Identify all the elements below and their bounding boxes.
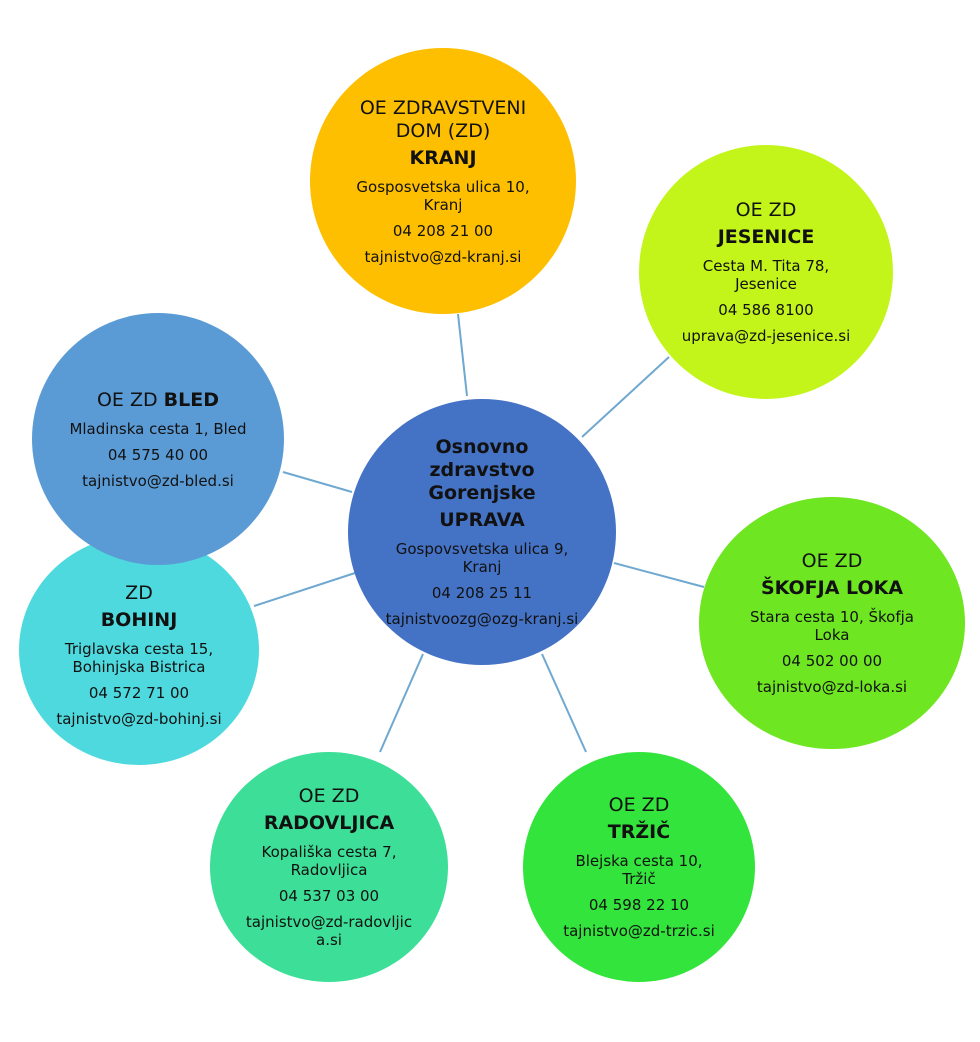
node-bohinj-email[interactable]: tajnistvo@zd-bohinj.si — [56, 710, 222, 728]
node-loka-label: OE ZD — [801, 550, 863, 572]
node-trzic-phone: 04 598 22 10 — [588, 896, 690, 914]
node-loka-phone: 04 502 00 00 — [781, 652, 883, 670]
node-radovljica-phone: 04 537 03 00 — [278, 887, 380, 905]
node-jesenice-phone: 04 586 8100 — [718, 301, 814, 319]
node-kranj: OE ZDRAVSTVENI DOM (ZD) KRANJ Gosposvets… — [310, 48, 576, 314]
node-loka-name: ŠKOFJA LOKA — [760, 577, 904, 599]
node-trzic-address: Blejska cesta 10, Tržič — [575, 852, 703, 888]
node-trzic-label: OE ZD — [608, 794, 670, 816]
connector-bled — [282, 471, 353, 493]
node-kranj-label: OE ZDRAVSTVENI DOM (ZD) — [359, 96, 527, 142]
node-radovljica-label: OE ZD — [298, 785, 360, 807]
node-radovljica: OE ZD RADOVLJICA Kopališka cesta 7, Rado… — [210, 752, 448, 982]
node-kranj-name: KRANJ — [409, 146, 477, 169]
node-trzic-name: TRŽIČ — [607, 821, 671, 843]
node-jesenice-address: Cesta M. Tita 78, Jesenice — [702, 257, 830, 293]
node-bled-address: Mladinska cesta 1, Bled — [69, 419, 247, 438]
node-bohinj: ZD BOHINJ Triglavska cesta 15, Bohinjska… — [19, 535, 259, 765]
node-kranj-address: Gosposvetska ulica 10, Kranj — [356, 177, 530, 214]
node-bled: OE ZD BLED Mladinska cesta 1, Bled 04 57… — [32, 313, 284, 565]
node-bled-title: OE ZD BLED — [97, 389, 219, 412]
node-trzic-email[interactable]: tajnistvo@zd-trzic.si — [563, 922, 715, 940]
connector-trzic — [541, 653, 587, 753]
node-uprava: Osnovno zdravstvo Gorenjske UPRAVA Gospo… — [348, 399, 616, 665]
node-bled-name: BLED — [163, 388, 220, 411]
node-kranj-phone: 04 208 21 00 — [392, 221, 494, 240]
node-jesenice-name: JESENICE — [717, 226, 815, 248]
connector-bohinj — [253, 572, 356, 607]
node-bled-email[interactable]: tajnistvo@zd-bled.si — [82, 471, 234, 490]
node-jesenice-email[interactable]: uprava@zd-jesenice.si — [681, 327, 851, 345]
connector-loka — [613, 562, 705, 588]
node-bohinj-label: ZD — [125, 582, 153, 604]
node-uprava-address: Gospovsvetska ulica 9, Kranj — [395, 540, 569, 576]
node-uprava-label: Osnovno zdravstvo Gorenjske — [428, 436, 536, 504]
node-trzic: OE ZD TRŽIČ Blejska cesta 10, Tržič 04 5… — [523, 752, 755, 982]
node-bled-label: OE ZD — [96, 388, 158, 411]
node-bohinj-name: BOHINJ — [100, 609, 178, 631]
node-uprava-email[interactable]: tajnistvoozg@ozg-kranj.si — [385, 610, 579, 628]
connector-kranj — [457, 313, 468, 397]
node-kranj-email[interactable]: tajnistvo@zd-kranj.si — [364, 247, 522, 266]
node-radovljica-address: Kopališka cesta 7, Radovljica — [261, 843, 397, 879]
node-loka-address: Stara cesta 10, Škofja Loka — [750, 608, 914, 644]
node-bohinj-address: Triglavska cesta 15, Bohinjska Bistrica — [64, 640, 214, 676]
node-jesenice: OE ZD JESENICE Cesta M. Tita 78, Jesenic… — [639, 145, 893, 399]
node-jesenice-label: OE ZD — [735, 199, 797, 221]
node-loka-email[interactable]: tajnistvo@zd-loka.si — [756, 678, 908, 696]
node-loka: OE ZD ŠKOFJA LOKA Stara cesta 10, Škofja… — [699, 497, 965, 749]
node-bled-phone: 04 575 40 00 — [107, 445, 209, 464]
node-uprava-phone: 04 208 25 11 — [431, 584, 533, 602]
connector-jesenice — [581, 356, 670, 438]
node-bohinj-phone: 04 572 71 00 — [88, 684, 190, 702]
connector-radovljica — [379, 653, 424, 753]
node-uprava-name: UPRAVA — [439, 509, 525, 531]
node-radovljica-name: RADOVLJICA — [263, 812, 395, 834]
node-radovljica-email[interactable]: tajnistvo@zd-radovljica.si — [245, 913, 413, 949]
